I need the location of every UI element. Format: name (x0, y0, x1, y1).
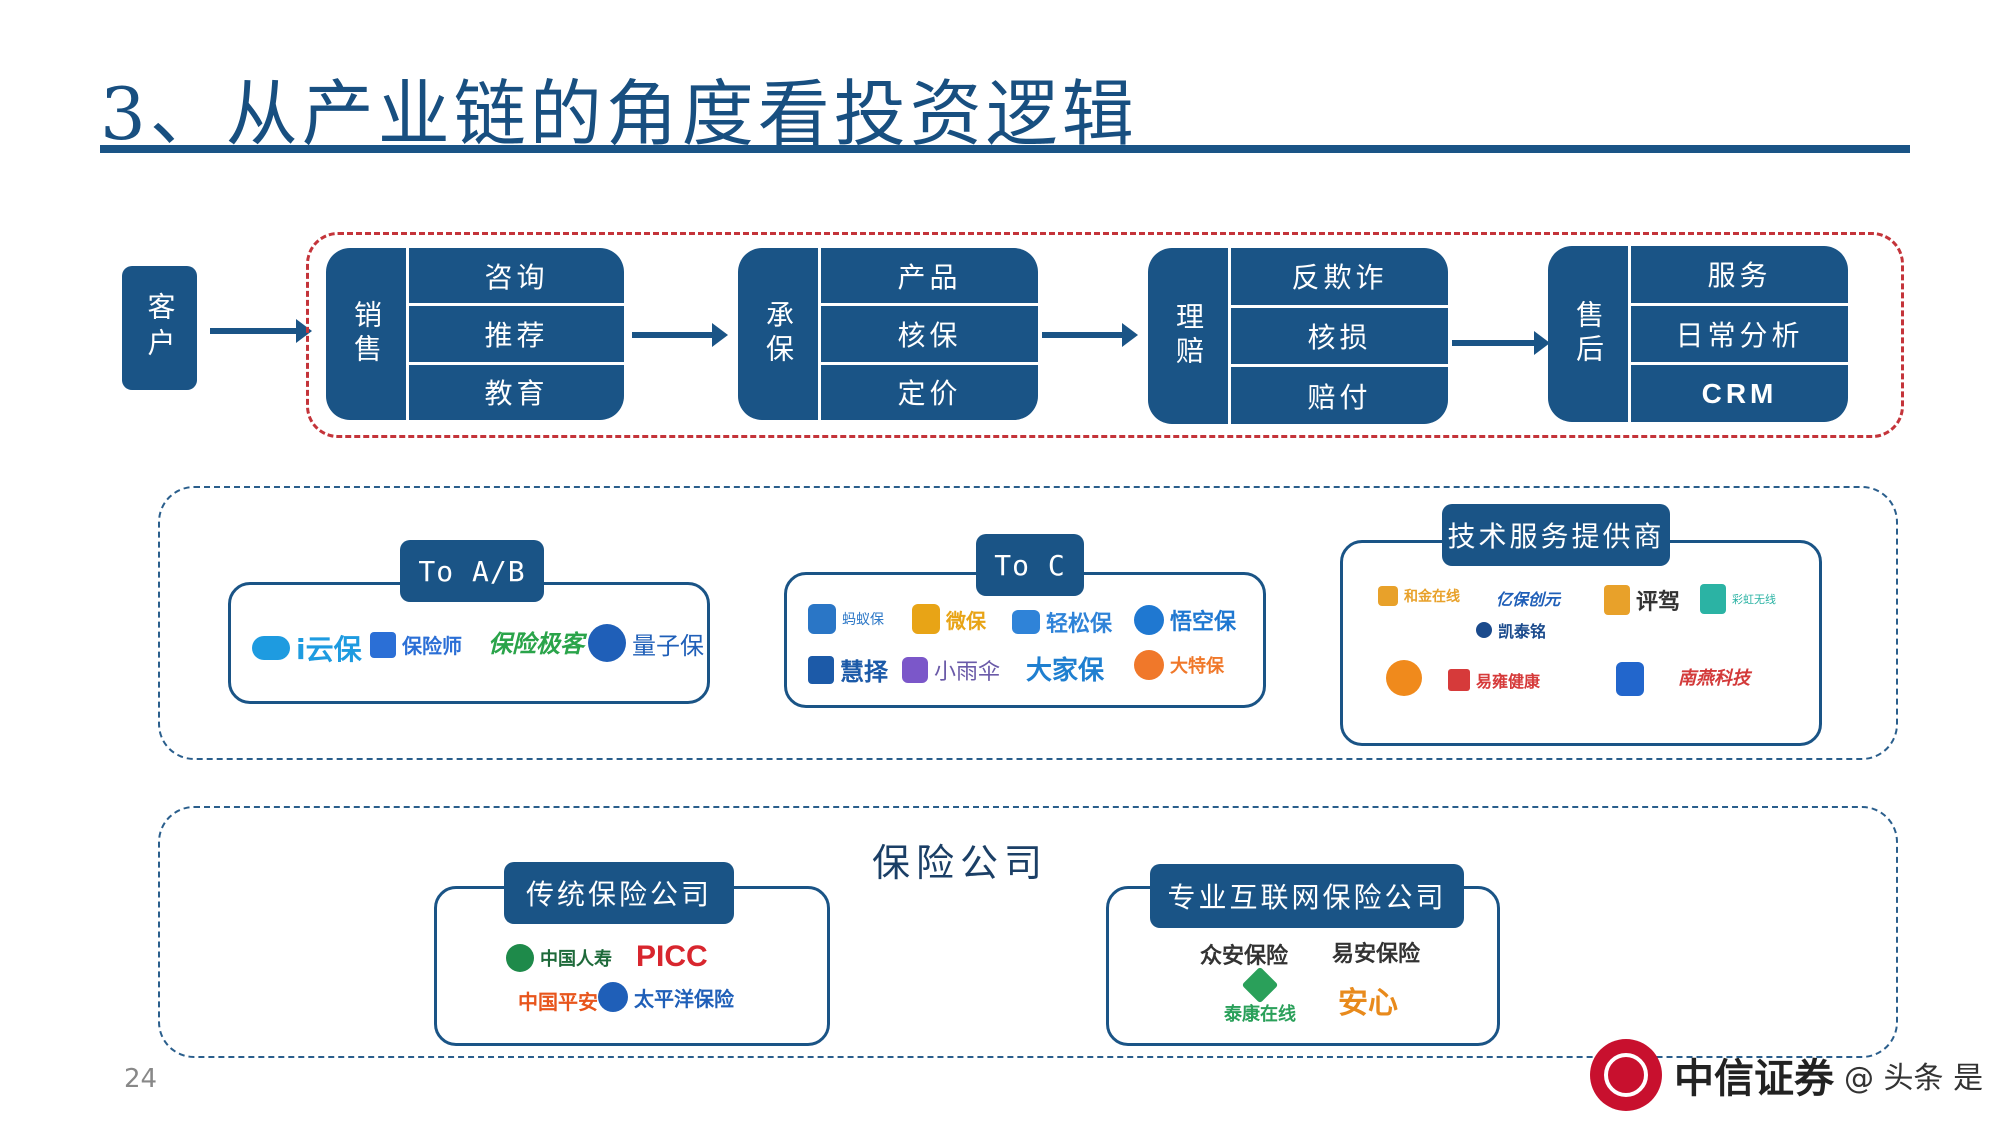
pj-icon (1604, 585, 1630, 615)
logo-weibao: 微保 (912, 604, 986, 634)
logo-zhongan: 众安保险 (1200, 944, 1289, 969)
smile-icon (1012, 610, 1040, 634)
logo-iyunbao: i云保 (252, 628, 362, 668)
stage-claims: 理赔 反欺诈 核损 赔付 (1148, 248, 1448, 424)
logo-qingsongbao: 轻松保 (1012, 606, 1112, 638)
shield-icon (1134, 605, 1164, 635)
stage-row: 推荐 (409, 303, 624, 361)
value-chain-frame (306, 232, 1904, 438)
cloud-icon (252, 636, 290, 660)
stage-row: 产品 (897, 260, 962, 294)
orb-icon (588, 624, 626, 662)
logo-youjia (1386, 660, 1422, 696)
arrow-icon (632, 323, 728, 347)
stage-row: 日常分析 (1631, 302, 1848, 363)
stage-row: 核损 (1231, 304, 1448, 365)
watermark: @ 头条 是 (1844, 1061, 1984, 1096)
to-ab-tab: To A/B (400, 540, 544, 602)
logo-datebao: 大特保 (1134, 650, 1224, 680)
stage-side-label: 理赔 (1172, 302, 1205, 370)
stage-row: 咨询 (484, 260, 549, 294)
traditional-tab: 传统保险公司 (504, 862, 734, 924)
umbrella-icon (902, 657, 928, 683)
footer-brand: 中信证券 @ 头条 是 (1590, 1030, 1990, 1120)
stage-row: 反欺诈 (1291, 261, 1388, 295)
logo-wukongbao: 悟空保 (1134, 604, 1236, 636)
bx-icon (370, 631, 396, 658)
logo-yibao: 亿保创元 (1496, 590, 1561, 609)
logo-hejin: 和金在线 (1378, 586, 1460, 606)
logo-mayibao: 蚂蚁保 (808, 604, 884, 634)
brand-name: 中信证券 (1674, 1056, 1834, 1102)
stage-sales: 销售 咨询 推荐 教育 (326, 248, 624, 420)
page-title: 3、从产业链的角度看投资逻辑 (100, 72, 1138, 156)
stage-side-label: 售后 (1572, 300, 1605, 368)
logo-huize: 慧择 (808, 652, 888, 687)
logo-anxin: 安心 (1338, 986, 1398, 1021)
logo-yian: 易安保险 (1332, 942, 1421, 967)
providers-tab: 技术服务提供商 (1442, 504, 1670, 566)
title-underline (100, 145, 1910, 153)
logo-nanyan: 南燕科技 (1678, 668, 1750, 689)
wb-icon (912, 604, 940, 634)
arrow-icon (1042, 323, 1138, 347)
logo-pingjia: 评驾 (1604, 584, 1680, 616)
providers-box (1340, 540, 1822, 746)
tk-icon (1241, 966, 1279, 1004)
page-number: 24 (124, 1064, 158, 1094)
stage-underwriting: 承保 产品 核保 定价 (738, 248, 1038, 420)
ch-icon (1700, 584, 1726, 614)
logo-youbaolian (1616, 662, 1644, 696)
u-icon (1386, 660, 1422, 696)
logo-dajiabao: 大家保 (1026, 656, 1105, 686)
logo-picc: PICC (636, 940, 708, 973)
hj-icon (1378, 586, 1398, 606)
logo-taikang: 泰康在线 (1224, 966, 1296, 1026)
insurers-frame (158, 806, 1898, 1058)
logo-cpic: 太平洋保险 (598, 982, 734, 1012)
stage-row: 核保 (821, 303, 1038, 361)
robot-icon (808, 604, 836, 634)
to-c-tab: To C (976, 534, 1084, 596)
stage-row: 赔付 (1231, 364, 1448, 424)
customer-box: 客户 (122, 266, 197, 390)
logo-yiyong: 易雍健康 (1448, 668, 1540, 692)
arrow-icon (1452, 331, 1550, 355)
tech-frame (158, 486, 1898, 760)
dtb-icon (1134, 650, 1164, 680)
logo-pingan: 中国平安 (518, 990, 598, 1014)
logo-xiaoyusan: 小雨伞 (902, 654, 1000, 686)
hz-icon (808, 655, 834, 684)
internet-tab: 专业互联网保险公司 (1150, 864, 1464, 928)
stage-row: CRM (1631, 362, 1848, 422)
stage-side-label: 承保 (762, 300, 795, 368)
stage-side-label: 销售 (350, 300, 383, 368)
ub-icon (1616, 662, 1644, 696)
cpic-icon (598, 982, 628, 1012)
logo-caihong: 彩虹无线 (1700, 584, 1776, 614)
citic-logo-icon (1590, 1039, 1662, 1111)
insurers-heading: 保险公司 (872, 841, 1049, 885)
chinalife-icon (506, 944, 534, 972)
logo-chinalife: 中国人寿 (506, 944, 612, 972)
cross-icon (1448, 669, 1470, 691)
stage-row: 定价 (821, 361, 1038, 420)
logo-liangzibao: 量子保 (588, 624, 704, 662)
ktm-icon (1476, 622, 1492, 638)
stage-row: 服务 (1707, 259, 1772, 293)
logo-ktm: 凯泰铭 (1476, 618, 1546, 642)
logo-baoxianjike: 保险极客 (488, 630, 584, 658)
stage-row: 教育 (409, 361, 624, 420)
stage-after-sales: 售后 服务 日常分析 CRM (1548, 246, 1848, 422)
arrow-icon (210, 319, 312, 343)
logo-baoxianshi: 保险师 (370, 630, 462, 659)
